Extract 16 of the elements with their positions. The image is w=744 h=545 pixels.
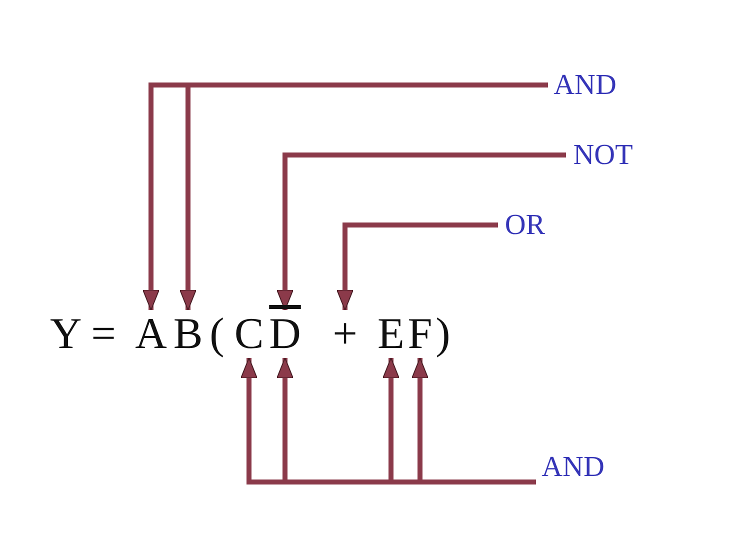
parenthesis: ( (208, 310, 226, 358)
variable-letter: A (135, 310, 167, 358)
parenthesis: ) (434, 310, 452, 358)
operator-sign: + (330, 310, 360, 358)
equation-text: Y = (49, 310, 117, 358)
arrow (276, 152, 566, 310)
variable-letter: D (268, 310, 302, 358)
gate-label: NOT (568, 136, 638, 174)
variable-letter: B (172, 310, 204, 358)
variable-letter: E (376, 310, 406, 358)
variable-letter: C (232, 310, 266, 358)
gate-label: OR (500, 206, 550, 244)
gate-label: AND (550, 66, 620, 104)
variable-letter: F (406, 310, 434, 358)
gate-label: AND (538, 448, 608, 486)
arrow (336, 222, 498, 310)
